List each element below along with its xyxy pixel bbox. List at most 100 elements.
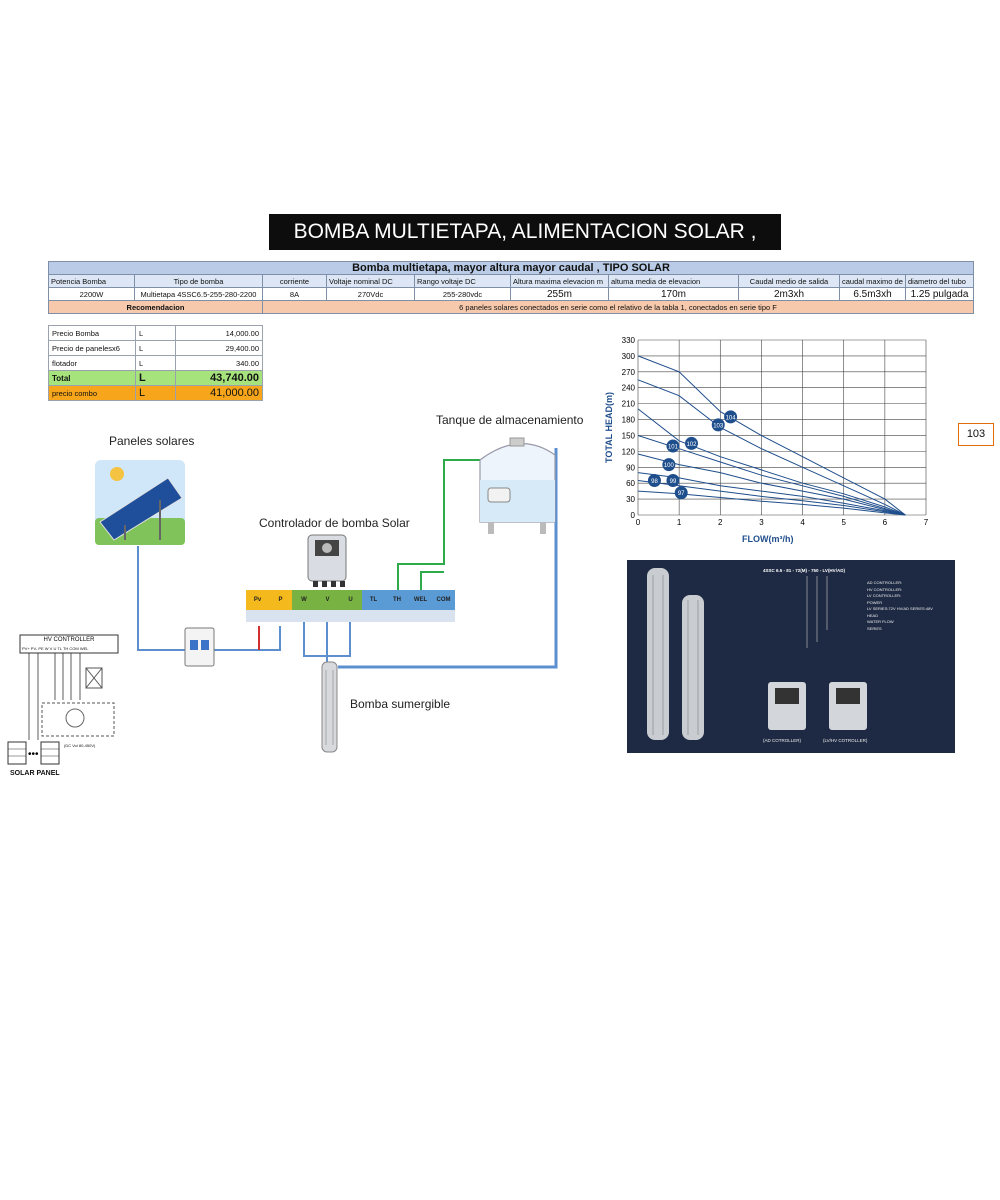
recommendation-text: 6 paneles solares conectados en serie co… [261,300,975,314]
price-amount: 340.00 [175,355,263,371]
breaker-icon [184,627,215,667]
col-header: Potencia Bomba [48,274,135,288]
y-tick-label: 330 [622,336,636,345]
curve-98 [637,480,906,516]
callout: LV CONTROLLER: [867,593,902,598]
combo-currency: L [135,385,176,401]
curve-marker-104 [724,410,738,424]
model-code: 4SSC 6.5 - 81 - 72(M) - 750 - LV(HV/AD) [763,568,845,573]
total-amount: 43,740.00 [175,370,263,386]
col-header: Voltaje nominal DC [326,274,415,288]
water-pipe [338,448,558,669]
curve-marker-99 [666,474,680,488]
price-label: Precio Bomba [48,325,136,341]
x-tick-label: 0 [636,518,641,527]
terminal-v: V [316,590,339,610]
cable-breaker [214,626,281,651]
terminal-wel: WEL [409,590,432,610]
y-tick-label: 120 [622,447,636,456]
price-label: Precio de panelesx6 [48,340,136,356]
total-label: Total [48,370,136,386]
value-cell: 2200W [48,287,135,301]
hv-controller-schematic: ••• [7,634,119,765]
curve-label-103: 103 [713,423,724,429]
y-tick-label: 180 [622,416,636,425]
y-tick-label: 30 [626,495,635,504]
controller-label: Controlador de bomba Solar [259,516,410,530]
y-tick-label: 60 [626,479,635,488]
callout: POWER [867,599,883,605]
combo-amount: 41,000.00 [175,385,263,401]
value-cell: 255m [510,287,609,301]
page-number-badge: 103 [958,423,994,446]
curve-101 [637,435,906,516]
tank-label: Tanque de almacenamiento [436,413,584,427]
controller-icon [307,534,347,587]
col-header: altuma media de elevacion [608,274,739,288]
caption-ad: (AD COTROLLER) [763,738,802,743]
y-tick-label: 210 [622,400,636,409]
terminal-th: TH [385,590,409,610]
terminal-base [246,610,455,622]
col-header: Rango voltaje DC [414,274,511,288]
col-header: caudal maximo de [839,274,906,288]
solar-panels-icon [95,460,185,545]
callout-list: AD CONTROLLER: HV CONTROLLER: LV CONTROL… [867,580,933,632]
total-row: Total L 43,740.00 [48,370,263,386]
spec-table: Bomba multietapa, mayor altura mayor cau… [47,261,975,314]
spec-header-row: Potencia Bomba Tipo de bomba corriente V… [48,274,975,288]
page-title: BOMBA MULTIETAPA, ALIMENTACION SOLAR , 2… [269,214,781,279]
price-row: Precio de panelesx6 L 29,400.00 [48,340,263,356]
x-tick-label: 3 [759,518,764,527]
curve-marker-100 [662,458,676,472]
x-tick-label: 1 [677,518,682,527]
product-photo: 4SSC 6.5 - 81 - 72(M) - 750 - LV(HV/AD) … [627,560,955,753]
curve-marker-98 [647,474,661,488]
y-tick-label: 150 [622,431,636,440]
curve-marker-101 [666,439,680,453]
curve-100 [637,453,906,516]
x-tick-label: 4 [800,518,805,527]
callout: AD CONTROLLER: [867,580,903,585]
total-currency: L [135,370,176,386]
system-diagram: ••• [7,437,558,765]
spec-value-row: 2200W Multietapa 4SSC6.5-255-280-2200 8A… [48,287,975,301]
cable-panels [137,546,185,651]
terminal-com: COM [432,590,455,610]
y-tick-label: 270 [622,368,636,377]
price-label: flotador [48,355,136,371]
terminal-u: U [339,590,362,610]
combo-row: precio combo L 41,000.00 [48,385,263,401]
float-wire [397,459,496,590]
pump-illustration [647,568,867,740]
value-cell: Multietapa 4SSC6.5-255-280-2200 [134,287,263,301]
y-tick-label: 0 [631,511,636,520]
callout: SERIES [867,625,882,631]
submersible-pump-icon [321,661,338,753]
hv-terminals: PV+ PV- PE W V U TL TH COM WEL [22,646,89,651]
price-row: Precio Bomba L 14,000.00 [48,325,263,341]
curve-label-102: 102 [686,442,697,448]
value-cell: 255-280vdc [414,287,511,301]
solar-panel-label: SOLAR PANEL [10,770,60,777]
callout: HEAD [867,612,879,618]
value-cell: 8A [262,287,327,301]
x-tick-label: 7 [924,518,929,527]
col-header: Altura maxima elevacion m [510,274,609,288]
value-cell: 6.5m3xh [839,287,906,301]
curve-103 [637,379,906,516]
value-cell: 1.25 pulgada [904,287,975,301]
terminal-p: P [269,590,292,610]
curve-label-98: 98 [651,479,658,485]
terminal-tl: TL [362,590,385,610]
recommendation-row: Recomendacion 6 paneles solares conectad… [48,300,975,314]
x-tick-label: 6 [883,518,888,527]
caption-lvhv: (LV/HV COTROLLER) [823,738,868,743]
callout: HV CONTROLLER: [867,586,903,592]
curve-label-104: 104 [726,415,737,421]
pump-label: Bomba sumergible [350,697,451,711]
curve-marker-102 [684,436,698,450]
x-tick-label: 5 [841,518,846,527]
spec-heading: Bomba multietapa, mayor altura mayor cau… [47,261,975,275]
